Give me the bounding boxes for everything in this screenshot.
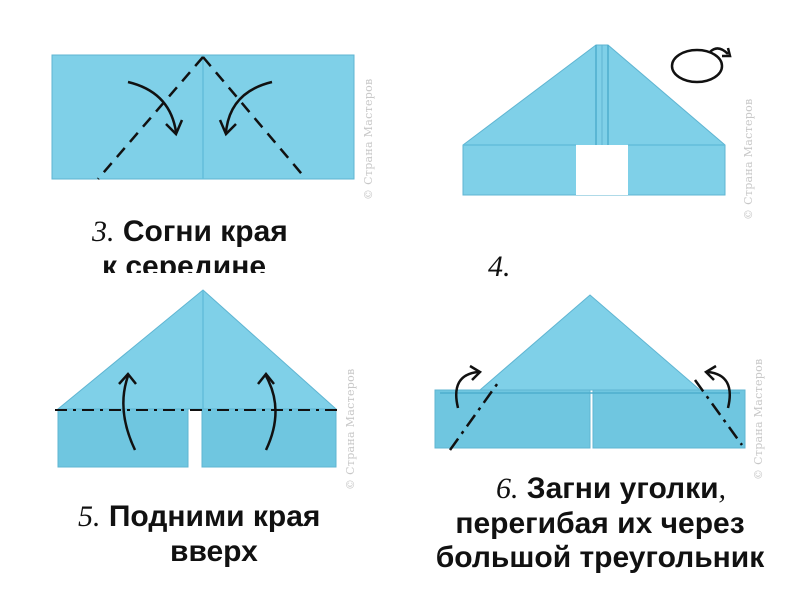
- step-6-diagram: [400, 280, 800, 480]
- step-3-caption: 3. Согни края к середине: [92, 215, 352, 273]
- watermark: © Страна Мастеров: [344, 368, 357, 490]
- step-text-comma: ,: [719, 472, 727, 505]
- step-text-line2: вверх: [170, 535, 258, 568]
- step-6-caption: 6. Загни уголки, перегибая их через боль…: [400, 472, 800, 576]
- watermark: © Страна Мастеров: [752, 358, 765, 480]
- step-text-line3: большой треугольник: [436, 541, 764, 574]
- step-3-diagram: [0, 0, 400, 200]
- step-text: Загни уголки: [527, 472, 719, 505]
- step-5-diagram: [0, 280, 400, 480]
- step-text-line2: перегибая их через: [455, 507, 744, 540]
- step-text: Подними края: [109, 500, 321, 533]
- step-text-line2: к середине: [102, 250, 266, 274]
- step-5-caption: 5. Подними края вверх: [78, 500, 378, 569]
- step-4-panel: © Страна Мастеров 4.: [400, 0, 800, 300]
- watermark: © Страна Мастеров: [742, 98, 755, 220]
- step-number: 5.: [78, 500, 101, 533]
- step-4-diagram: [400, 0, 800, 200]
- watermark: © Страна Мастеров: [362, 78, 375, 200]
- step-text: Согни края: [123, 215, 288, 248]
- step-3-panel: © Страна Мастеров 3. Согни края к середи…: [0, 0, 400, 300]
- flip-over-icon: [672, 48, 730, 82]
- step-6-panel: © Страна Мастеров 6. Загни уголки, перег…: [400, 280, 800, 600]
- step-5-panel: © Страна Мастеров 5. Подними края вверх: [0, 280, 400, 600]
- step-number: 4.: [488, 250, 511, 283]
- step-number: 6.: [496, 472, 519, 505]
- step-number: 3.: [92, 215, 115, 248]
